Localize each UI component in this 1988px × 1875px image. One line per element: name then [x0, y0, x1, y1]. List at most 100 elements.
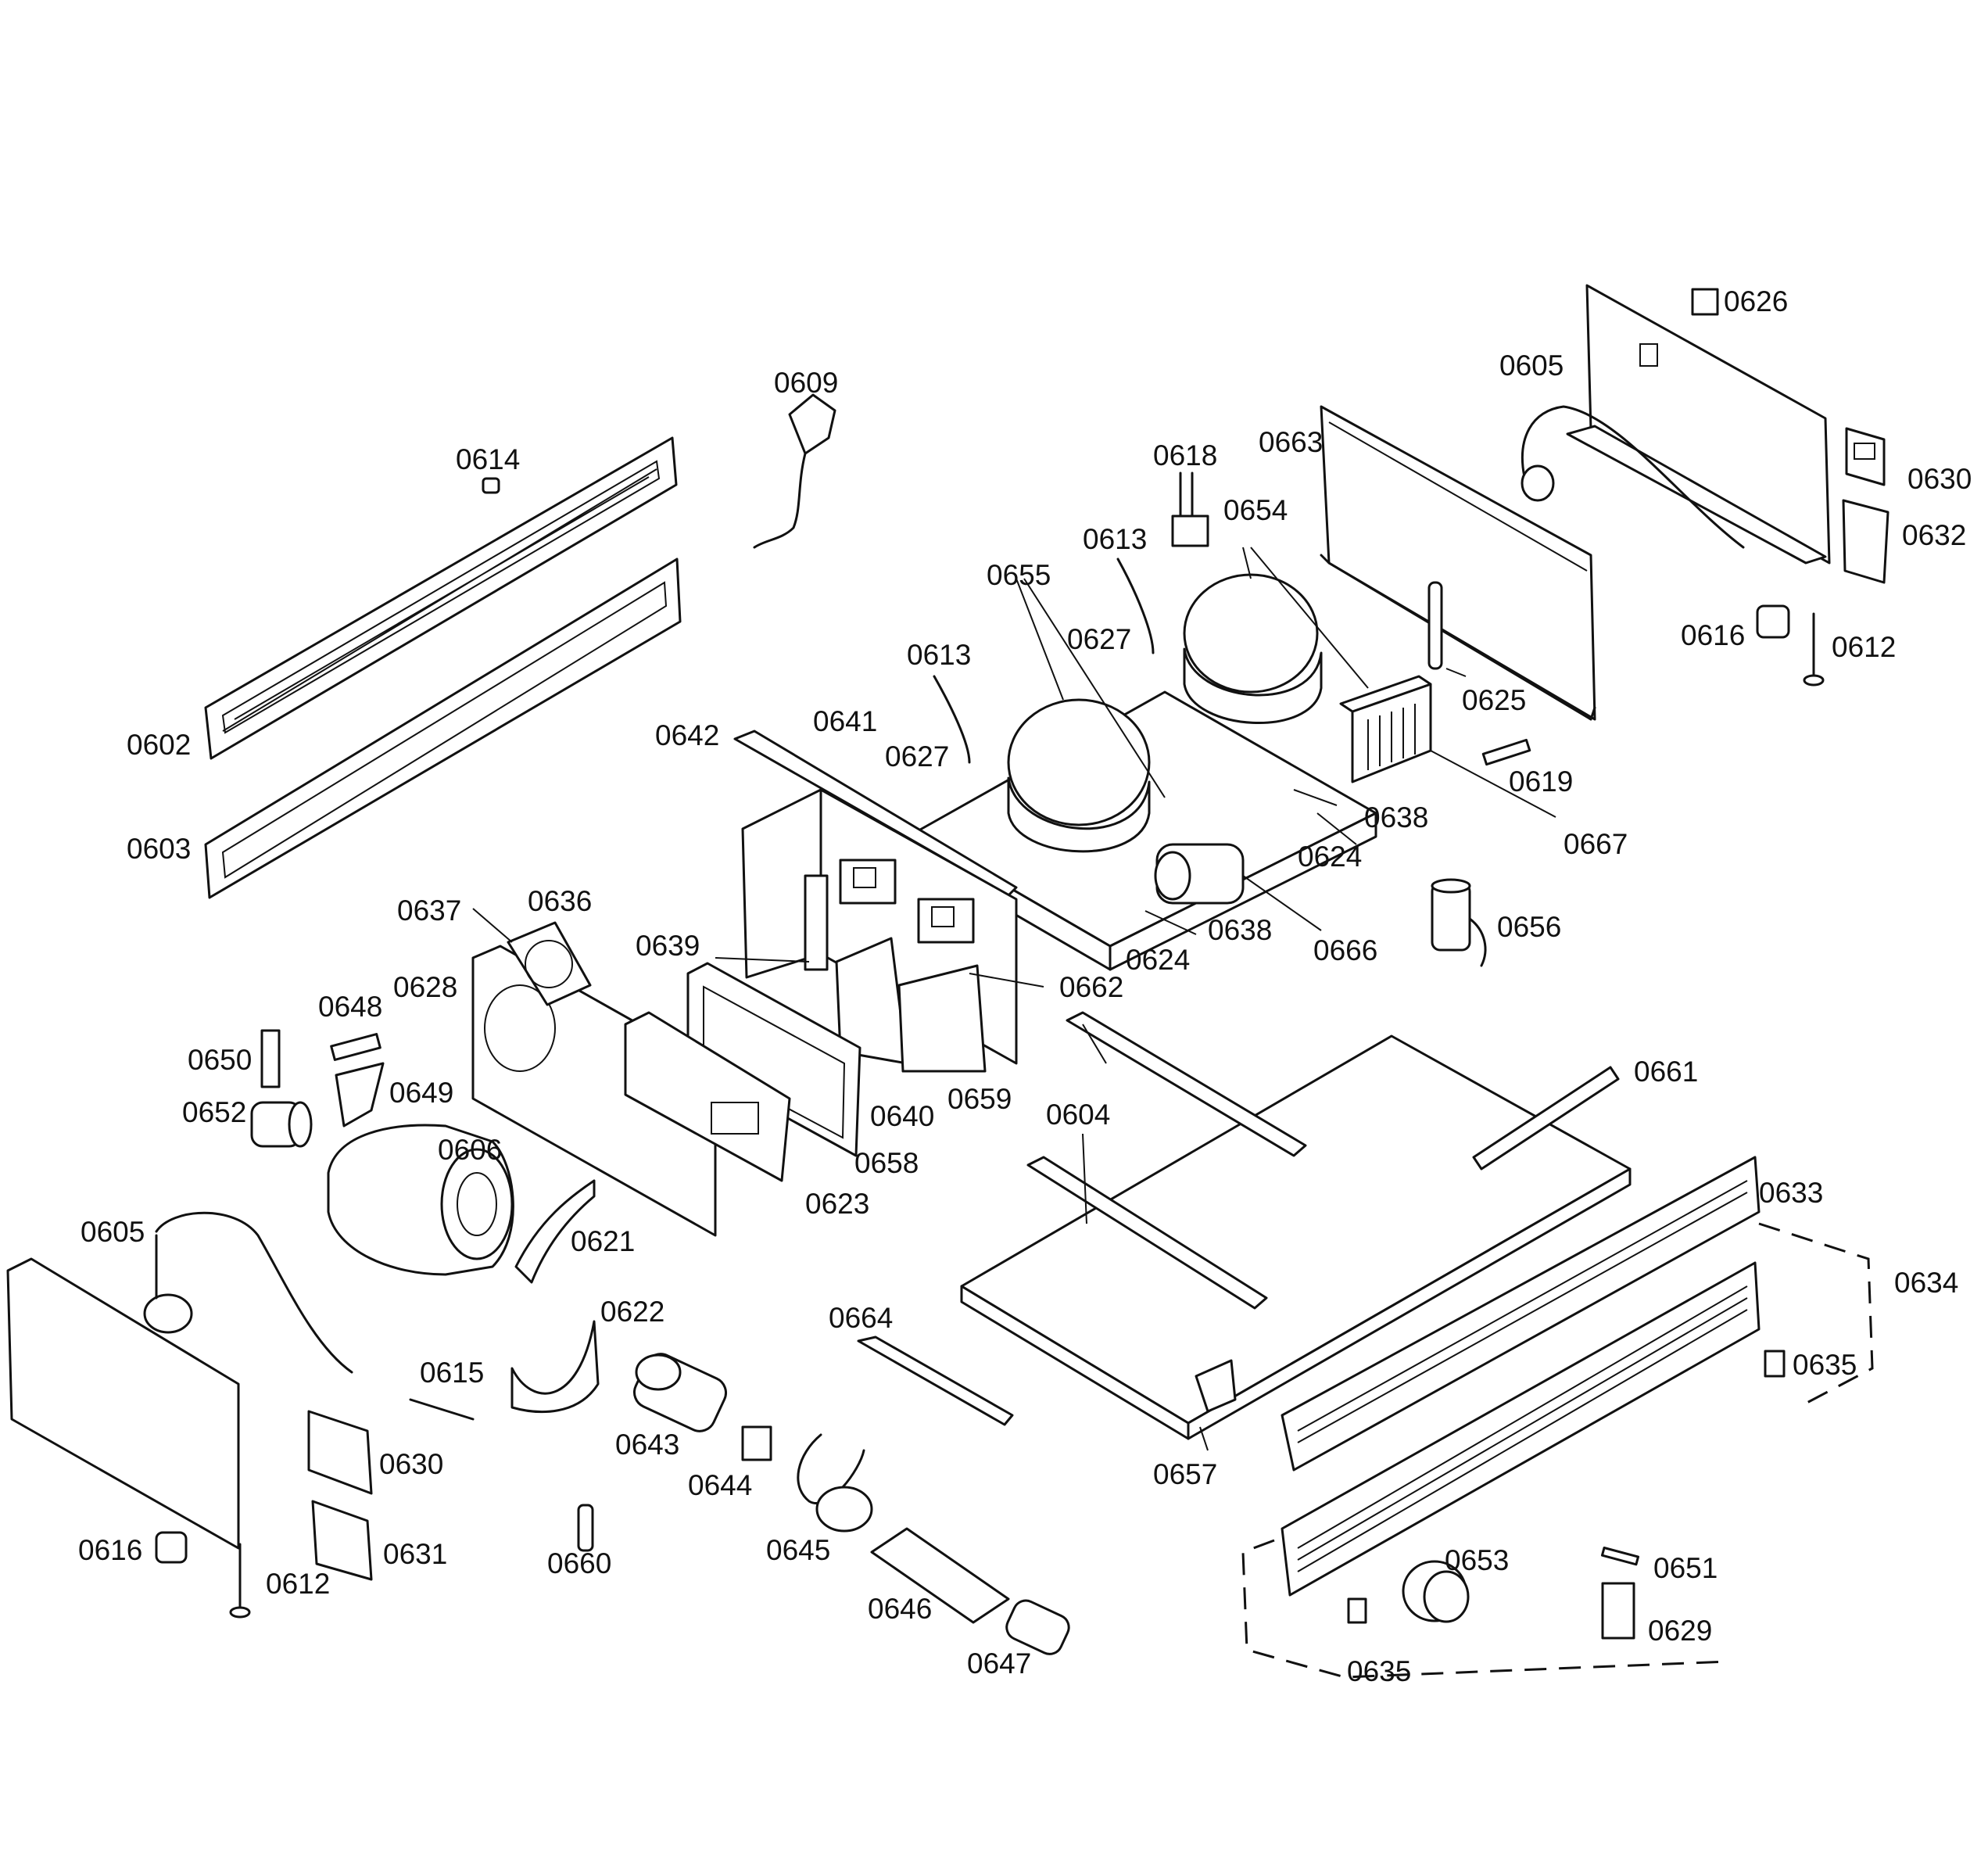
part-base-pan: [960, 1034, 1632, 1440]
callout-0612a: 0612: [1832, 631, 1896, 663]
part-0606-blower: [327, 1124, 514, 1276]
part-0649: [335, 1062, 385, 1128]
part-0653: [1402, 1560, 1470, 1623]
part-0634-grille: [1241, 1222, 1874, 1679]
callout-0619: 0619: [1509, 765, 1573, 798]
callout-0623: 0623: [805, 1188, 869, 1220]
part-0630-left: [307, 1410, 373, 1495]
callout-0630b: 0630: [379, 1448, 443, 1480]
callout-0654: 0654: [1223, 494, 1288, 526]
part-0648: [330, 1033, 381, 1061]
callout-0662: 0662: [1059, 971, 1123, 1003]
callout-0636: 0636: [528, 885, 592, 917]
part-0612-right: [1803, 612, 1825, 687]
callout-0656: 0656: [1497, 911, 1561, 943]
callout-0631: 0631: [383, 1538, 447, 1570]
callout-0637: 0637: [397, 894, 461, 927]
part-0619: [1481, 738, 1531, 766]
callout-0661: 0661: [1634, 1056, 1698, 1088]
part-lower-left-frame: [6, 1211, 353, 1550]
callout-0655: 0655: [987, 559, 1051, 591]
callout-0604: 0604: [1046, 1099, 1110, 1131]
part-0645: [797, 1433, 873, 1533]
part-0629: [1601, 1582, 1635, 1640]
callout-0630a: 0630: [1907, 463, 1972, 495]
callout-0614: 0614: [456, 443, 520, 475]
callout-0612b: 0612: [266, 1568, 330, 1600]
callout-0627a: 0627: [1067, 623, 1131, 655]
callout-0658: 0658: [854, 1147, 919, 1179]
callout-0641: 0641: [813, 705, 877, 737]
part-0667-box: [1339, 675, 1432, 783]
callout-0622: 0622: [600, 1296, 664, 1328]
callout-0635b: 0635: [1347, 1655, 1411, 1687]
callout-0642: 0642: [655, 719, 719, 751]
callout-0667: 0667: [1564, 828, 1628, 860]
part-0636-fan: [507, 921, 592, 1006]
part-0655-compressor: [1007, 698, 1151, 853]
part-0623-board: [624, 1011, 791, 1182]
part-0633-grille: [1281, 1156, 1761, 1472]
part-0628-panel: [471, 945, 717, 1237]
part-0609-power-cord: [753, 393, 836, 549]
part-0643: [633, 1353, 727, 1432]
callout-0615: 0615: [420, 1357, 484, 1389]
callout-0664: 0664: [829, 1302, 893, 1334]
callout-0666: 0666: [1313, 934, 1377, 966]
callout-0605b: 0605: [81, 1216, 145, 1248]
leader-lines: [472, 547, 1556, 1451]
callout-0652: 0652: [182, 1096, 246, 1128]
callout-0627b: 0627: [885, 740, 949, 773]
callout-0625: 0625: [1462, 684, 1526, 716]
part-0612-left: [229, 1543, 251, 1619]
callout-labels: 0609 0614 0602 0603 0618 0663 0654 0613 …: [78, 285, 1972, 1687]
part-0646: [870, 1527, 1010, 1624]
callout-0645: 0645: [766, 1534, 830, 1566]
part-0661: [1472, 1066, 1620, 1171]
part-0615: [409, 1398, 475, 1421]
part-0666-motor: [1154, 843, 1245, 905]
callout-0647: 0647: [967, 1647, 1031, 1680]
part-0616-left: [155, 1531, 188, 1564]
part-0616-right: [1756, 604, 1790, 639]
callout-0613a: 0613: [1083, 523, 1147, 555]
callout-0632: 0632: [1902, 519, 1966, 551]
callout-0616a: 0616: [1681, 619, 1745, 651]
part-0630-right: [1845, 427, 1886, 486]
part-0663-rear-panel: [1320, 405, 1596, 721]
part-0626: [1691, 288, 1719, 316]
part-0614-clip: [482, 477, 500, 494]
part-0604-rail-a: [1066, 1011, 1307, 1157]
part-0631: [311, 1500, 373, 1581]
part-0618-relay: [1171, 471, 1209, 547]
callout-0613b: 0613: [907, 639, 971, 671]
callout-0616b: 0616: [78, 1534, 142, 1566]
part-0644-valve: [741, 1425, 772, 1461]
callout-0660: 0660: [547, 1547, 611, 1579]
callout-0648: 0648: [318, 991, 382, 1023]
callout-0638b: 0638: [1208, 914, 1272, 946]
part-0659-transformer: [897, 964, 987, 1073]
part-0603-panel: [204, 557, 682, 899]
callout-0638a: 0638: [1364, 801, 1428, 834]
callout-0650: 0650: [188, 1044, 252, 1076]
callout-0643: 0643: [615, 1429, 679, 1461]
callout-0640: 0640: [870, 1100, 934, 1132]
callout-0653: 0653: [1445, 1544, 1509, 1576]
part-0641-relay: [839, 859, 897, 905]
part-0635-left: [1347, 1597, 1367, 1624]
callout-0618: 0618: [1153, 439, 1217, 471]
part-0621-bracket: [514, 1179, 596, 1284]
part-0651: [1600, 1546, 1640, 1566]
part-0639: [804, 874, 829, 971]
part-0647: [1005, 1599, 1070, 1655]
callout-0621: 0621: [571, 1225, 635, 1257]
part-upper-right-frame: [1521, 284, 1831, 565]
part-0622-bracket: [510, 1320, 600, 1414]
callout-0624b: 0624: [1126, 944, 1190, 976]
part-0602-panel: [204, 436, 678, 760]
callout-0628: 0628: [393, 971, 457, 1003]
part-0654-compressor: [1183, 573, 1323, 725]
callout-0606: 0606: [438, 1134, 502, 1166]
